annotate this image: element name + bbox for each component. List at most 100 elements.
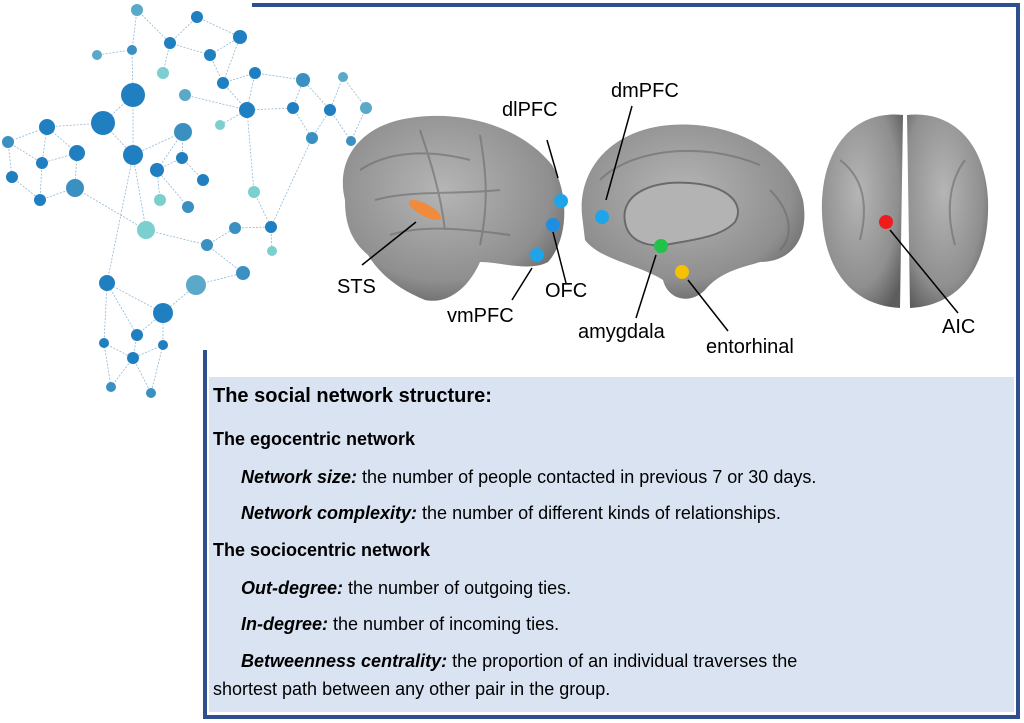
definition-network-size: Network size: the number of people conta… bbox=[241, 467, 816, 488]
panel-title: The social network structure: bbox=[213, 385, 492, 407]
network-tie bbox=[350, 107, 367, 142]
network-node bbox=[92, 50, 102, 60]
frame-border-left bbox=[203, 350, 207, 719]
egocentric-heading: The egocentric network bbox=[213, 429, 416, 449]
network-node bbox=[154, 194, 166, 206]
network-tie bbox=[254, 72, 304, 81]
network-tie bbox=[222, 36, 241, 84]
network-tie bbox=[39, 187, 76, 201]
network-tie bbox=[132, 154, 147, 231]
network-node bbox=[164, 37, 176, 49]
network-tie bbox=[206, 244, 244, 274]
network-tie bbox=[136, 9, 171, 44]
network-node bbox=[99, 275, 115, 291]
network-tie bbox=[7, 141, 43, 164]
network-node bbox=[39, 119, 55, 135]
network-node bbox=[91, 111, 115, 135]
dmpfc-marker bbox=[595, 210, 609, 224]
network-node bbox=[36, 157, 48, 169]
network-tie bbox=[11, 176, 41, 201]
ofc-marker bbox=[546, 218, 560, 232]
lateral-brain bbox=[342, 115, 565, 301]
network-tie bbox=[342, 76, 367, 109]
network-node bbox=[204, 49, 216, 61]
entorhinal-marker bbox=[675, 265, 689, 279]
social-network-graph bbox=[2, 4, 372, 398]
label-dmpfc: dmPFC bbox=[611, 80, 679, 102]
description: the proportion of an individual traverse… bbox=[447, 651, 798, 671]
network-node bbox=[127, 352, 139, 364]
term: Network size: bbox=[241, 467, 358, 487]
label-sts: STS bbox=[337, 276, 376, 298]
label-dlpfc: dlPFC bbox=[502, 99, 558, 121]
network-tie bbox=[106, 282, 164, 314]
network-node bbox=[239, 102, 255, 118]
network-tie bbox=[46, 122, 104, 128]
network-node bbox=[179, 89, 191, 101]
definition-betweenness: Betweenness centrality: the proportion o… bbox=[241, 651, 797, 672]
network-node bbox=[233, 30, 247, 44]
network-node bbox=[127, 45, 137, 55]
aic-marker bbox=[879, 215, 893, 229]
dlpfc-marker bbox=[554, 194, 568, 208]
network-node bbox=[121, 83, 145, 107]
network-tie bbox=[41, 152, 78, 164]
network-tie bbox=[156, 169, 189, 208]
network-tie bbox=[41, 126, 48, 164]
network-node bbox=[174, 123, 192, 141]
network-node bbox=[34, 194, 46, 206]
network-node bbox=[306, 132, 318, 144]
network-node bbox=[296, 73, 310, 87]
network-node bbox=[150, 163, 164, 177]
network-node bbox=[217, 77, 229, 89]
network-node bbox=[215, 120, 225, 130]
network-node bbox=[146, 388, 156, 398]
network-tie bbox=[131, 49, 134, 96]
frame-border-bottom bbox=[203, 715, 1020, 719]
term: In-degree: bbox=[241, 614, 329, 634]
network-tie bbox=[132, 131, 184, 156]
network-tie bbox=[196, 16, 241, 38]
label-ofc: OFC bbox=[545, 280, 588, 302]
network-tie bbox=[39, 162, 43, 201]
network-node bbox=[99, 338, 109, 348]
sociocentric-heading: The sociocentric network bbox=[213, 540, 431, 560]
medial-brain bbox=[581, 124, 805, 299]
network-node bbox=[137, 221, 155, 239]
network-node bbox=[360, 102, 372, 114]
network-node bbox=[265, 221, 277, 233]
leader-lines bbox=[361, 105, 959, 332]
network-tie bbox=[96, 49, 133, 56]
top-view-brain bbox=[821, 114, 989, 308]
amygdala-marker bbox=[654, 239, 668, 253]
network-node bbox=[267, 246, 277, 256]
network-node bbox=[248, 186, 260, 198]
network-node bbox=[338, 72, 348, 82]
network-tie bbox=[222, 82, 248, 111]
network-tie bbox=[150, 344, 164, 394]
network-tie bbox=[253, 191, 272, 228]
network-node bbox=[123, 145, 143, 165]
network-node bbox=[236, 266, 250, 280]
network-node bbox=[157, 67, 169, 79]
network-node bbox=[69, 145, 85, 161]
definition-betweenness-continued: shortest path between any other pair in … bbox=[213, 679, 611, 699]
sts-region bbox=[408, 200, 442, 220]
network-tie bbox=[110, 357, 134, 388]
network-node bbox=[158, 340, 168, 350]
vmpfc-marker bbox=[530, 248, 544, 262]
description: the number of incoming ties. bbox=[328, 614, 560, 634]
network-node bbox=[131, 4, 143, 16]
network-node bbox=[201, 239, 213, 251]
term: Out-degree: bbox=[241, 578, 344, 598]
network-node bbox=[346, 136, 356, 146]
label-vmpfc: vmPFC bbox=[447, 305, 514, 327]
network-node bbox=[287, 102, 299, 114]
term: Network complexity: bbox=[241, 503, 418, 523]
network-node bbox=[182, 201, 194, 213]
network-node bbox=[249, 67, 261, 79]
network-tie bbox=[103, 342, 134, 359]
network-node bbox=[186, 275, 206, 295]
network-node bbox=[66, 179, 84, 197]
